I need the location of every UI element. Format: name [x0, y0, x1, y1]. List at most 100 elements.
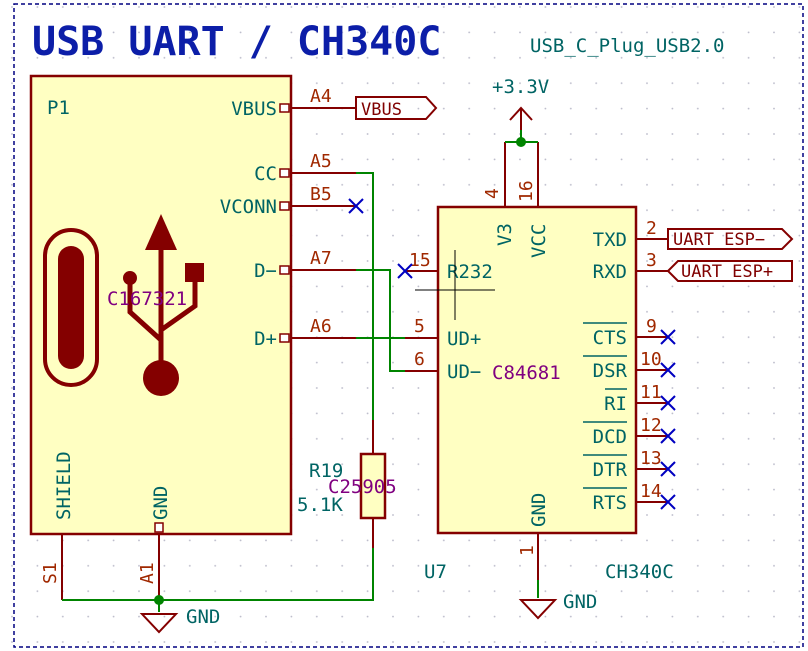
usb-c-connector[interactable]: P1 C167321 VBUS A4 CC A5 VCONN B5 D− A7: [29, 74, 356, 600]
pin-name: D+: [254, 328, 277, 350]
junction-vcc: [516, 137, 526, 147]
resistor-value: 5.1K: [297, 494, 343, 516]
resistor-ref: R19: [309, 460, 343, 482]
pin-number: 3: [646, 250, 657, 271]
vbus-net-label[interactable]: VBUS: [355, 96, 438, 120]
pin-vcc[interactable]: VCC 16: [516, 142, 550, 258]
pin-number: A7: [310, 248, 332, 269]
usb-logo-icon: [123, 214, 204, 396]
power-3v3-label: +3.3V: [492, 76, 549, 98]
pin-name: TXD: [593, 229, 627, 251]
pin-name: RTS: [593, 492, 627, 514]
ic-value: CH340C: [605, 561, 674, 583]
ch340c-ic[interactable]: U7 CH340C C84681 V3 4 VCC 16 R232 15 UD+…: [405, 142, 674, 583]
pin-name: VCC: [528, 224, 550, 258]
pin-number: B5: [310, 184, 332, 205]
uart-tx-label-text: UART_ESP−: [673, 230, 765, 250]
pin-dp[interactable]: D+ A6: [254, 316, 356, 350]
pin-number: 10: [640, 349, 662, 370]
pin-udm[interactable]: UD− 6: [405, 349, 481, 383]
pin-r232[interactable]: R232 15: [405, 250, 493, 283]
uart-esp-minus-label[interactable]: UART_ESP−: [667, 228, 794, 250]
sheet-frame: [13, 3, 804, 648]
pin-number: 9: [646, 316, 657, 337]
pin-name: CTS: [593, 327, 627, 349]
pin-dm[interactable]: D− A7: [254, 248, 356, 282]
pin-number: 4: [482, 188, 503, 199]
no-connect-vconn: [348, 198, 364, 214]
pin-cts[interactable]: CTS 9: [583, 316, 668, 349]
pin-vconn[interactable]: VCONN B5: [220, 184, 356, 218]
no-connect-dcd: [660, 428, 676, 444]
pin-udp[interactable]: UD+ 5: [405, 316, 481, 350]
no-connect-markers: [348, 198, 676, 510]
pin-vbus[interactable]: VBUS A4: [231, 86, 356, 120]
plug-tongue: [58, 246, 84, 369]
pin-number: 12: [640, 415, 662, 436]
gnd-left-label: GND: [186, 606, 220, 628]
ic-ref: U7: [424, 561, 447, 583]
pin-name: RXD: [593, 261, 627, 283]
pin-shield[interactable]: SHIELD S1: [40, 451, 75, 600]
pin-number: 5: [414, 316, 425, 337]
vbus-label-text: VBUS: [361, 100, 402, 120]
pin-number: 11: [640, 382, 662, 403]
pin-number: S1: [40, 562, 61, 584]
pin-number: 16: [516, 180, 537, 202]
pin-dtr[interactable]: DTR 13: [583, 448, 668, 481]
pin-number: 1: [517, 545, 538, 556]
pin-name: GND: [150, 486, 172, 520]
pin-name: DSR: [593, 360, 628, 382]
gnd-right-label: GND: [563, 591, 597, 613]
power-3v3[interactable]: +3.3V: [492, 76, 549, 130]
no-connect-rts: [660, 494, 676, 510]
resistor-body: [359, 452, 387, 520]
pin-dcd[interactable]: DCD 12: [583, 415, 668, 448]
cursor-crosshair: [415, 250, 495, 320]
pin-name: D−: [254, 260, 277, 282]
pin-dsr[interactable]: DSR 10: [583, 349, 668, 382]
pin-name: R232: [447, 261, 493, 283]
no-connect-ri: [660, 395, 676, 411]
connector-lcsc: C167321: [107, 288, 187, 310]
pin-name: VBUS: [231, 98, 277, 120]
pin-rxd[interactable]: RXD 3: [593, 250, 668, 283]
no-connect-dsr: [660, 362, 676, 378]
pin-number: 6: [414, 349, 425, 370]
pin-ic-gnd[interactable]: GND 1: [517, 493, 550, 580]
pin-number: 2: [646, 218, 657, 239]
no-connect-r232: [397, 263, 413, 279]
pin-number: 15: [409, 250, 431, 271]
resistor-lcsc: C25905: [328, 476, 397, 498]
pin-number: 14: [640, 481, 662, 502]
pin-txd[interactable]: TXD 2: [593, 218, 668, 251]
plug-outline: [43, 228, 99, 387]
pin-cc[interactable]: CC A5: [254, 151, 356, 185]
uart-rx-label-text: UART_ESP+: [681, 262, 773, 282]
no-connect-dtr: [660, 461, 676, 477]
resistor-r19[interactable]: R19 5.1K C25905: [297, 420, 397, 548]
pin-name: GND: [528, 493, 550, 527]
power-gnd-right[interactable]: GND: [518, 591, 597, 620]
power-gnd-left[interactable]: GND: [139, 606, 220, 634]
pin-name: SHIELD: [53, 451, 75, 520]
connector-ref: P1: [47, 97, 70, 119]
connector-symbol-name: USB_C_Plug_USB2.0: [530, 35, 724, 57]
pin-rts[interactable]: RTS 14: [583, 481, 668, 514]
pin-name: DCD: [593, 426, 627, 448]
pin-name: UD+: [447, 328, 481, 350]
pin-ri[interactable]: RI 11: [604, 382, 668, 415]
pin-gnd[interactable]: GND A1: [137, 486, 172, 600]
pin-number: A4: [310, 86, 332, 107]
pin-number: A1: [137, 562, 158, 584]
pin-name: V3: [494, 223, 516, 246]
uart-esp-plus-label[interactable]: UART_ESP+: [666, 260, 793, 282]
sheet-title: USB UART / CH340C: [32, 19, 441, 65]
ic-lcsc: C84681: [492, 362, 561, 384]
pin-v3[interactable]: V3 4: [482, 142, 516, 246]
pin-name: VCONN: [220, 196, 277, 218]
pin-number: 13: [640, 448, 662, 469]
pin-name: DTR: [593, 459, 628, 481]
no-connect-cts: [660, 329, 676, 345]
